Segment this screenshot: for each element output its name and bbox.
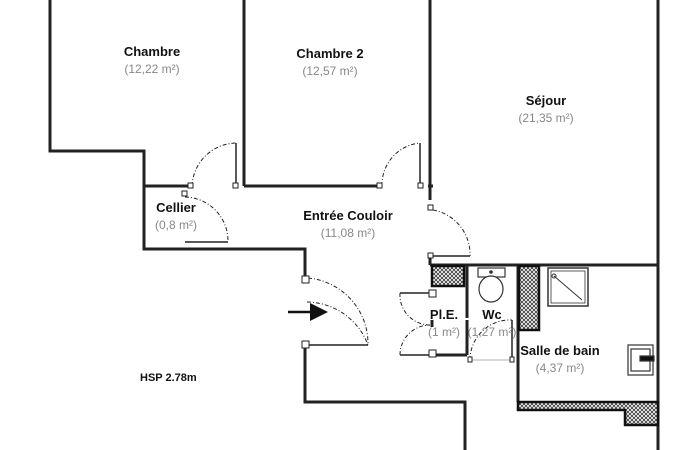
room-area: (1 m²) (428, 325, 460, 339)
room-chambre-2: Chambre 2 (12,57 m²) (296, 46, 363, 78)
room-area: (1,27 m²) (467, 325, 517, 339)
room-area: (12,22 m²) (124, 62, 180, 76)
room-placard-entree: Pl.E. (1 m²) (428, 307, 460, 339)
ceiling-height-label: HSP 2.78m (140, 372, 197, 384)
shower-icon (547, 267, 589, 307)
room-name: Cellier (156, 200, 196, 215)
walls (48, 0, 660, 450)
room-chambre: Chambre (12,22 m²) (124, 44, 180, 76)
room-entree-couloir: Entrée Couloir (11,08 m²) (303, 208, 393, 240)
room-sejour: Séjour (21,35 m²) (518, 93, 573, 125)
room-name: Séjour (525, 93, 567, 108)
room-name: Chambre (123, 44, 181, 59)
thin-walls (185, 143, 513, 361)
room-name: Pl.E. (429, 307, 459, 322)
room-salle-de-bain: Salle de bain (4,37 m²) (520, 343, 599, 375)
room-area: (21,35 m²) (518, 111, 574, 125)
room-area: (12,57 m²) (302, 64, 358, 78)
toilet-icon (477, 267, 506, 303)
entrance-arrow-icon (288, 303, 328, 321)
room-area: (4,37 m²) (535, 361, 585, 375)
door-hinges (181, 182, 515, 363)
room-name: Chambre 2 (296, 46, 364, 61)
ducts (430, 264, 660, 427)
sink-icon (627, 344, 655, 376)
room-cellier: Cellier (0,8 m²) (155, 200, 197, 232)
room-area: (11,08 m²) (320, 226, 376, 240)
door-swings (184, 142, 513, 361)
room-name: Entrée Couloir (303, 208, 393, 223)
room-name: Salle de bain (520, 343, 600, 358)
room-name: Wc (482, 307, 502, 322)
room-wc: Wc (1,27 m²) (468, 307, 517, 339)
room-area: (0,8 m²) (155, 218, 197, 232)
